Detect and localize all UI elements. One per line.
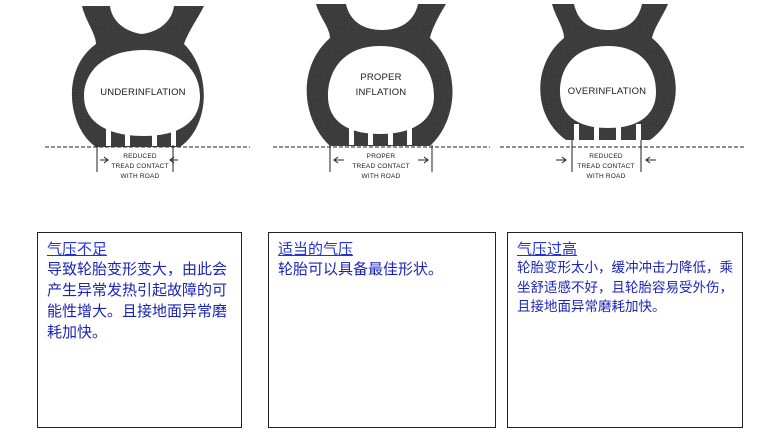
card-underinflation: 气压不足 导致轮胎变形变大，由此会产生异常发热引起故障的可能性增大。且接地面异常… — [37, 232, 242, 428]
tire-proper-tread-1: PROPER — [367, 153, 396, 160]
tire-overinflation-tread-1: REDUCED — [589, 153, 623, 160]
tire-overinflation-label: OVERINFLATION — [568, 86, 646, 97]
tire-proper-label-2: INFLATION — [356, 87, 407, 98]
tire-proper-tread-2: TREAD CONTACT — [352, 163, 409, 170]
tire-overinflation-tread-3: WITH ROAD — [587, 173, 626, 180]
arrow-right-icon — [556, 156, 567, 164]
card-underinflation-title: 气压不足 — [47, 240, 108, 258]
card-underinflation-body: 导致轮胎变形变大，由此会产生异常发热引起故障的可能性增大。且接地面异常磨耗加快。 — [47, 260, 228, 341]
arrow-left-icon — [333, 156, 344, 164]
tire-underinflation-tread-1: REDUCED — [123, 153, 157, 160]
card-overinflation: 气压过高 轮胎变形太小，缓冲冲击力降低，乘坐舒适感不好，且轮胎容易受外伤，且接地… — [507, 232, 743, 428]
tire-overinflation-tread-2: TREAD CONTACT — [577, 163, 634, 170]
arrow-left-icon — [645, 156, 656, 164]
tire-underinflation-body — [71, 6, 204, 147]
card-proper: 适当的气压 轮胎可以具备最佳形状。 — [268, 232, 496, 428]
arrow-right-icon — [418, 156, 429, 164]
card-proper-body: 轮胎可以具备最佳形状。 — [278, 260, 444, 278]
arrow-left-icon — [169, 156, 178, 164]
tire-proper-tread-3: WITH ROAD — [362, 173, 401, 180]
tire-proper-label-1: PROPER — [360, 72, 401, 83]
card-proper-title: 适当的气压 — [278, 240, 354, 258]
tire-underinflation-tread-2: TREAD CONTACT — [111, 163, 168, 170]
tire-underinflation-label: UNDERINFLATION — [100, 87, 186, 98]
card-overinflation-body: 轮胎变形太小，缓冲冲击力降低，乘坐舒适感不好，且轮胎容易受外伤，且接地面异常磨耗… — [517, 260, 733, 315]
card-overinflation-title: 气压过高 — [517, 240, 578, 258]
tire-overinflation: OVERINFLATION REDUCED TREAD CONTACT WITH… — [540, 4, 676, 180]
arrow-right-icon — [100, 156, 109, 164]
tire-proper: PROPER INFLATION PROPER TREAD CONTACT WI… — [306, 4, 453, 180]
tire-proper-body — [306, 4, 453, 146]
tire-inflation-diagram: UNDERINFLATION REDUCED TREAD CONTACT WIT… — [45, 4, 745, 180]
tire-underinflation: UNDERINFLATION REDUCED TREAD CONTACT WIT… — [71, 6, 204, 180]
tire-underinflation-tread-3: WITH ROAD — [121, 173, 160, 180]
tire-overinflation-body — [540, 4, 676, 140]
